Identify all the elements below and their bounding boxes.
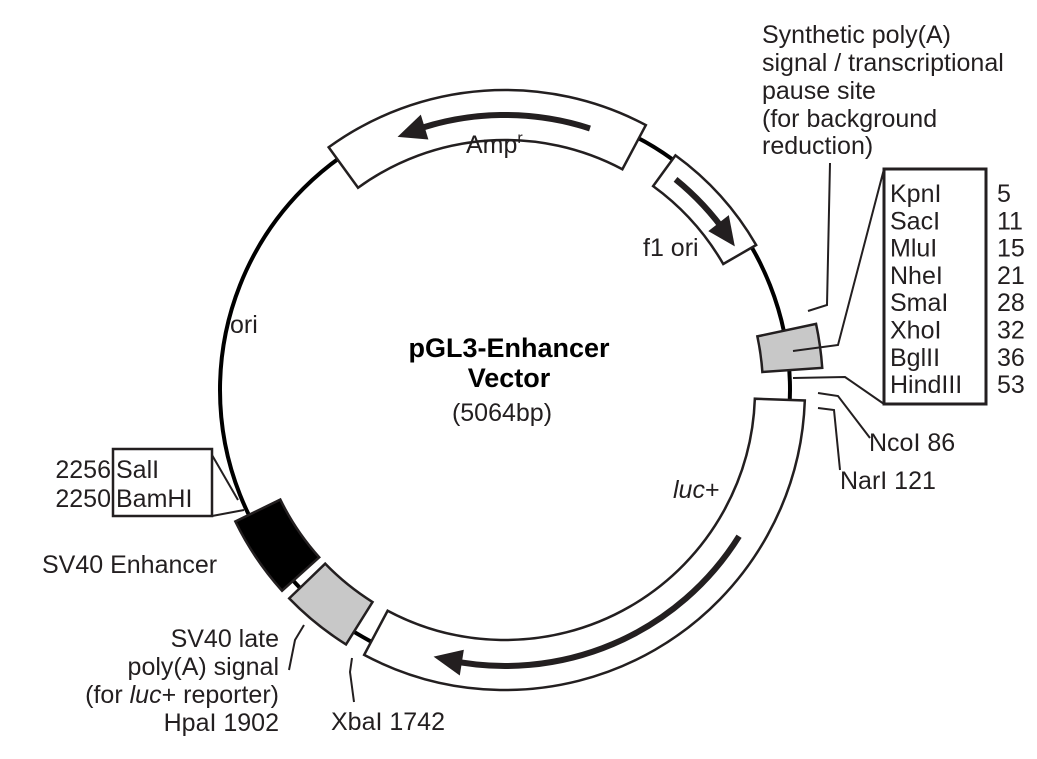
vector-name: pGL3-Enhancer [408, 333, 610, 363]
svg-text:reduction): reduction) [762, 132, 873, 160]
sv40-enhancer-block [233, 497, 321, 593]
f1-ori-label: f1 ori [643, 234, 699, 262]
sv40-polya-block [287, 561, 375, 647]
sali-bamhi-box [111, 447, 214, 518]
luc-block [362, 397, 807, 692]
mcs-site-name: BglII [890, 344, 940, 372]
ncoi-leader [817, 392, 871, 439]
ampr-arrow-head [397, 114, 429, 140]
left-site-position: 2256 [55, 456, 111, 484]
mcs-site-position: 21 [997, 262, 1025, 290]
ampr-label: Ampr [466, 130, 523, 159]
mcs-leader-bottom [792, 375, 885, 405]
vector-name-line2: Vector [468, 363, 551, 393]
ncoi-site-label: NcoI 86 [869, 429, 955, 457]
mcs-site-position: 28 [997, 289, 1025, 317]
mcs-site-name: NheI [890, 262, 943, 290]
mcs-site-position: 36 [997, 344, 1025, 372]
mcs-site-name: HindIII [890, 371, 962, 399]
luc-arrow-shaft [446, 534, 742, 669]
mcs-site-position: 53 [997, 371, 1025, 399]
nari-site-label: NarI 121 [840, 467, 936, 495]
hpai-leader [288, 624, 305, 671]
left-site-name: BamHI [116, 485, 192, 513]
svg-text:Synthetic poly(A): Synthetic poly(A) [762, 21, 951, 49]
nari-leader [817, 407, 841, 471]
left-site-position: 2250 [55, 485, 111, 513]
mcs-site-name: SmaI [890, 289, 948, 317]
mcs-box [882, 167, 988, 406]
xbai-site-label: XbaI 1742 [331, 708, 445, 736]
mcs-leader-top [792, 168, 885, 352]
ampr-arrow-shaft [409, 112, 591, 135]
svg-text:(for luc+ reporter): (for luc+ reporter) [85, 681, 279, 709]
mcs-site-name: XhoI [890, 317, 941, 345]
luc-arrow-head [433, 649, 464, 676]
synthetic-polya-leader [807, 162, 831, 312]
synthetic-polya-label: Synthetic poly(A) signal / transcription… [762, 21, 1004, 160]
mcs-site-name: SacI [890, 207, 940, 235]
sv40-polya-label: SV40 late poly(A) signal (for luc+ repor… [85, 625, 279, 737]
mcs-site-name: MluI [890, 235, 937, 263]
vector-size: (5064bp) [452, 399, 552, 427]
left-site-name: SalI [116, 456, 159, 484]
bamhi-leader [211, 509, 245, 517]
sv40-enhancer-label: SV40 Enhancer [42, 551, 217, 579]
mcs-site-position: 5 [997, 180, 1011, 208]
luc-label: luc+ [673, 476, 720, 504]
ampr-block [326, 88, 648, 190]
mcs-site-position: 11 [997, 207, 1023, 235]
svg-text:pause site: pause site [762, 77, 876, 105]
synthetic-polya-block [755, 322, 824, 374]
mcs-site-name: KpnI [890, 180, 941, 208]
mcs-site-position: 15 [997, 235, 1025, 263]
svg-text:poly(A) signal: poly(A) signal [128, 653, 279, 681]
svg-text:SV40 late: SV40 late [171, 625, 279, 653]
f1-ori-arrow-head [708, 215, 735, 247]
svg-text:signal / transcriptional: signal / transcriptional [762, 49, 1004, 77]
xbai-leader [348, 657, 355, 703]
ori-label: ori [230, 311, 258, 339]
mcs-site-position: 32 [997, 317, 1025, 345]
svg-text:(for background: (for background [762, 105, 937, 133]
hpai-site-label: HpaI 1902 [164, 709, 279, 737]
sali-leader [211, 454, 239, 501]
